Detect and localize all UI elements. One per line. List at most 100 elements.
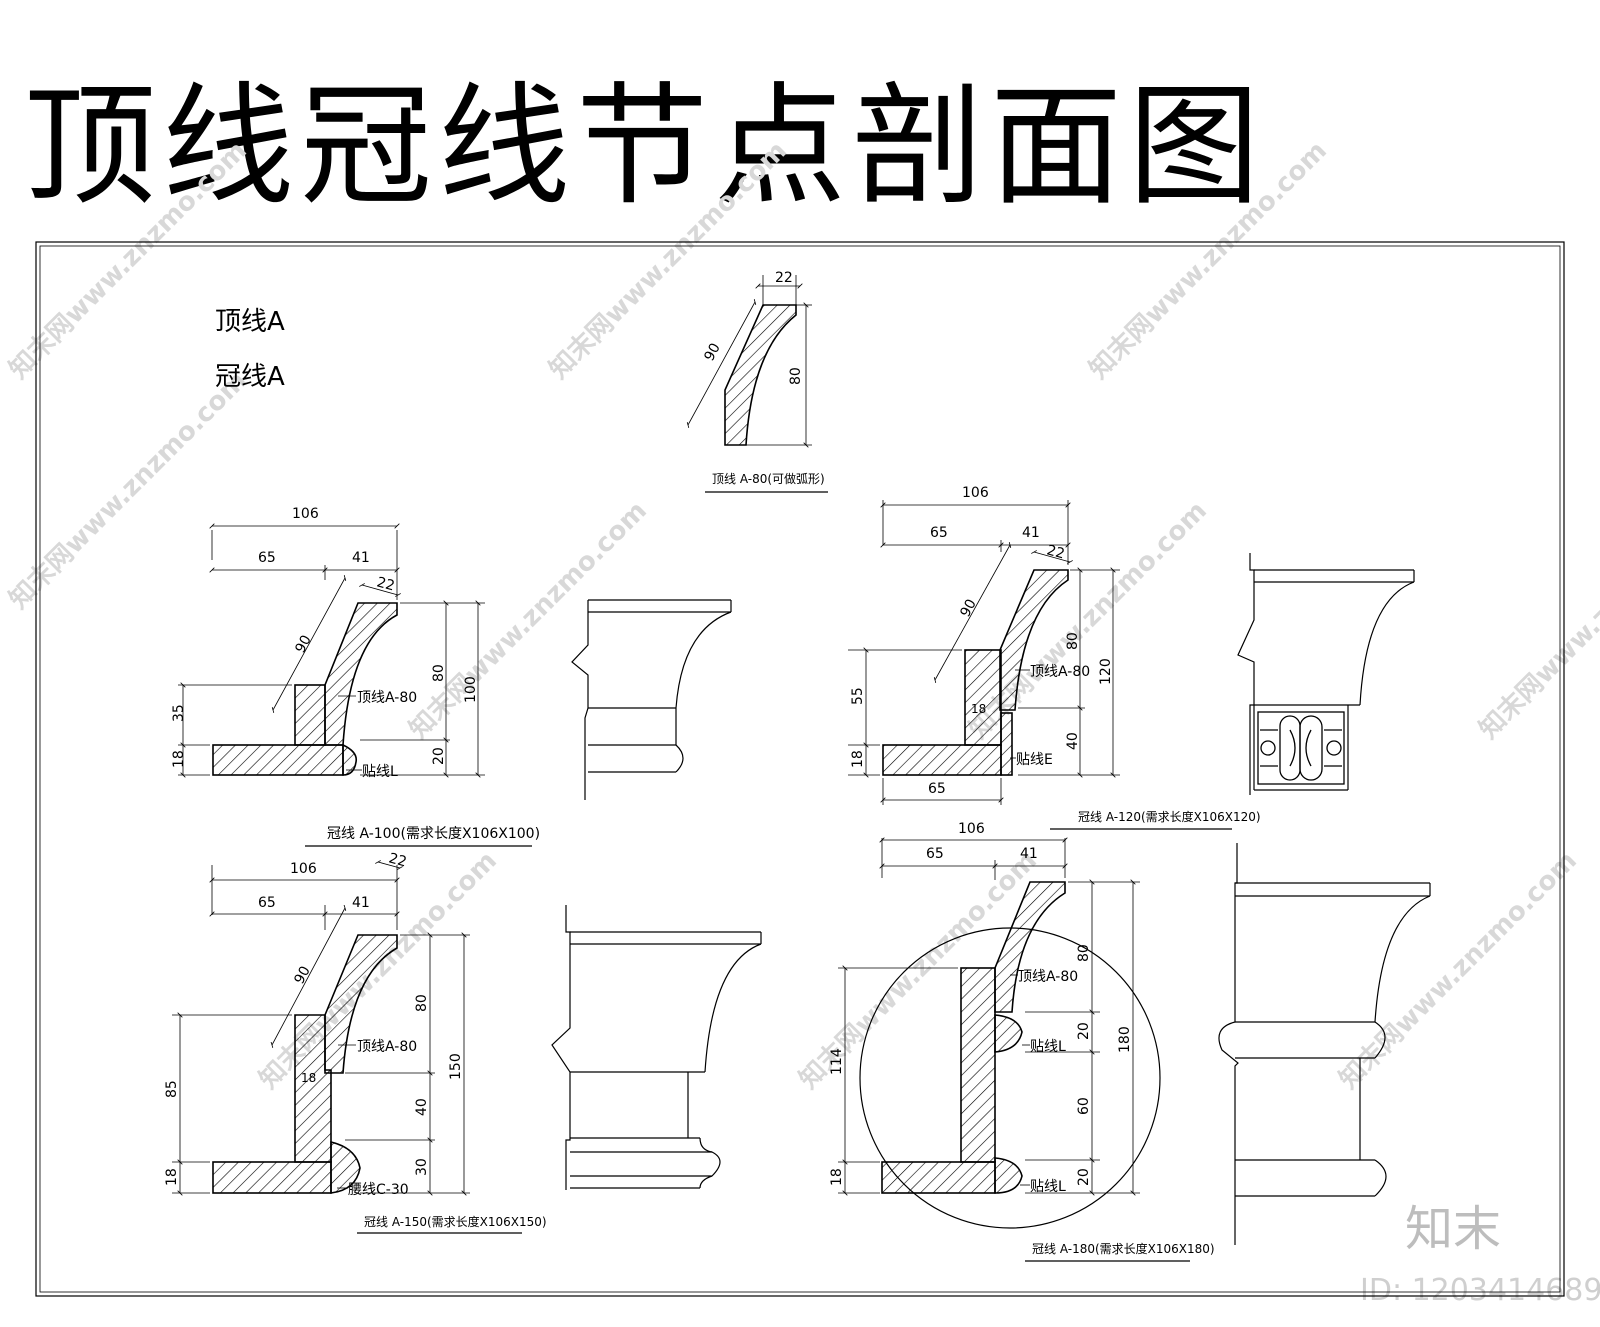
dim-41: 41: [352, 895, 370, 911]
dim-85: 85: [164, 1080, 180, 1098]
caption-a100: 冠线 A-100(需求长度X106X100): [327, 826, 540, 842]
dim-35: 35: [171, 704, 187, 722]
dim-22: 22: [387, 850, 408, 870]
dim-80: 80: [414, 994, 430, 1012]
legend-line2: 冠线A: [215, 362, 285, 392]
detail-a120: 106 65 41 22 90 55 18 65 80 40 120 18 顶线…: [848, 485, 1261, 830]
dim-65: 65: [258, 550, 276, 566]
caption-a180: 冠线 A-180(需求长度X106X180): [1032, 1241, 1215, 1256]
label-tie-base: 贴线L: [1030, 1179, 1066, 1195]
base-bead: [994, 1157, 1023, 1194]
label-crown: 顶线A-80: [357, 1039, 417, 1055]
caption-a120: 冠线 A-120(需求长度X106X120): [1078, 809, 1261, 824]
dim-60: 60: [1076, 1097, 1092, 1115]
dim-18: 18: [850, 750, 866, 768]
dim-18: 18: [829, 1168, 845, 1186]
dim-40: 40: [414, 1098, 430, 1116]
dim-18-inner: 18: [301, 1071, 316, 1085]
dim-106: 106: [290, 861, 317, 877]
detail-a180: 106 65 41 114 18 80 20 60 20 180 顶线A-80 …: [829, 821, 1215, 1262]
dim-90: 90: [292, 633, 314, 656]
label-tie: 贴线L: [362, 764, 398, 780]
label-waist: 腰线C-30: [348, 1182, 409, 1198]
ornament-band: [1257, 711, 1345, 785]
label-crown: 顶线A-80: [357, 690, 417, 706]
dim-114: 114: [829, 1048, 845, 1075]
dim-80: 80: [788, 367, 804, 385]
crown-profile: [994, 881, 1066, 1013]
crown-profile: [999, 569, 1069, 711]
caption-top: 顶线 A-80(可做弧形): [712, 471, 825, 486]
column-block: [960, 967, 996, 1163]
dim-18: 18: [171, 750, 187, 768]
label-tie: 贴线E: [1016, 752, 1053, 768]
elevation-a150: [551, 905, 762, 1190]
watermark-text: 知末网www.znzmo.com: [254, 846, 503, 1095]
crown-profile: [324, 602, 398, 746]
base-strip: [882, 744, 1002, 776]
label-crown: 顶线A-80: [1018, 969, 1078, 985]
dim-106: 106: [292, 506, 319, 522]
label-tie-mid: 贴线L: [1030, 1039, 1066, 1055]
label-crown: 顶线A-80: [1030, 664, 1090, 680]
dim-20b: 20: [1076, 1168, 1092, 1186]
dim-100: 100: [463, 676, 479, 703]
legend-line1: 顶线A: [215, 307, 285, 337]
dim-80: 80: [1076, 944, 1092, 962]
base-strip: [212, 744, 344, 776]
mid-bead: [994, 1014, 1023, 1053]
dim-90: 90: [291, 964, 313, 987]
dim-22: 22: [1045, 542, 1066, 562]
callout-circle: [859, 927, 1161, 1229]
base-strip: [881, 1161, 996, 1194]
dim-80: 80: [431, 664, 447, 682]
bead: [342, 743, 358, 776]
watermark-text: 知末网www.znzmo.com: [1474, 496, 1600, 745]
dim-180: 180: [1117, 1026, 1133, 1053]
dim-90: 90: [957, 597, 979, 620]
dim-41: 41: [352, 550, 370, 566]
dim-90: 90: [701, 341, 723, 364]
elevation-a180: [1218, 843, 1431, 1245]
dim-22: 22: [375, 574, 396, 594]
block: [964, 649, 1002, 746]
dim-30: 30: [414, 1158, 430, 1176]
elevation-a100: [571, 599, 732, 800]
dim-120: 120: [1098, 658, 1114, 685]
watermark-brand: 知末: [1405, 1201, 1501, 1257]
outer-frame: [35, 241, 1565, 1297]
dim-80: 80: [1065, 632, 1081, 650]
dim-150: 150: [448, 1053, 464, 1080]
dim-65: 65: [930, 525, 948, 541]
dim-22: 22: [775, 270, 793, 286]
detail-a100: 106 65 41 22 90 35 18 80 20 100 顶线A-80 贴…: [171, 506, 540, 847]
waist-bead: [330, 1140, 361, 1194]
dim-65b: 65: [928, 781, 946, 797]
dim-20: 20: [1076, 1022, 1092, 1040]
page-title: 顶线冠线节点剖面图: [24, 70, 1266, 224]
tie-strip: [1000, 712, 1013, 776]
crown-profile: [724, 304, 797, 446]
dim-18-inner: 18: [971, 702, 986, 716]
base-strip: [212, 1161, 332, 1194]
watermark-text: 知末网www.znzmo.com: [1084, 136, 1333, 385]
watermark-text: 知末网www.znzmo.com: [4, 366, 253, 615]
detail-a150: 106 65 41 22 90 85 18 80 40 30 150 18 顶线…: [164, 850, 547, 1234]
caption-a150: 冠线 A-150(需求长度X106X150): [364, 1214, 547, 1229]
detail-top: 22 90 80 顶线 A-80(可做弧形): [688, 270, 828, 493]
dim-65: 65: [258, 895, 276, 911]
watermark-text: 知末网www.znzmo.com: [4, 136, 253, 385]
dim-40: 40: [1065, 732, 1081, 750]
dim-18: 18: [164, 1168, 180, 1186]
dim-41: 41: [1020, 846, 1038, 862]
inner-frame: [39, 245, 1561, 1293]
dim-20: 20: [431, 747, 447, 765]
block: [294, 684, 326, 746]
dim-65: 65: [926, 846, 944, 862]
dim-106: 106: [962, 485, 989, 501]
dim-106: 106: [958, 821, 985, 837]
dim-41: 41: [1022, 525, 1040, 541]
dim-55: 55: [850, 687, 866, 705]
elevation-a120: [1237, 553, 1415, 795]
